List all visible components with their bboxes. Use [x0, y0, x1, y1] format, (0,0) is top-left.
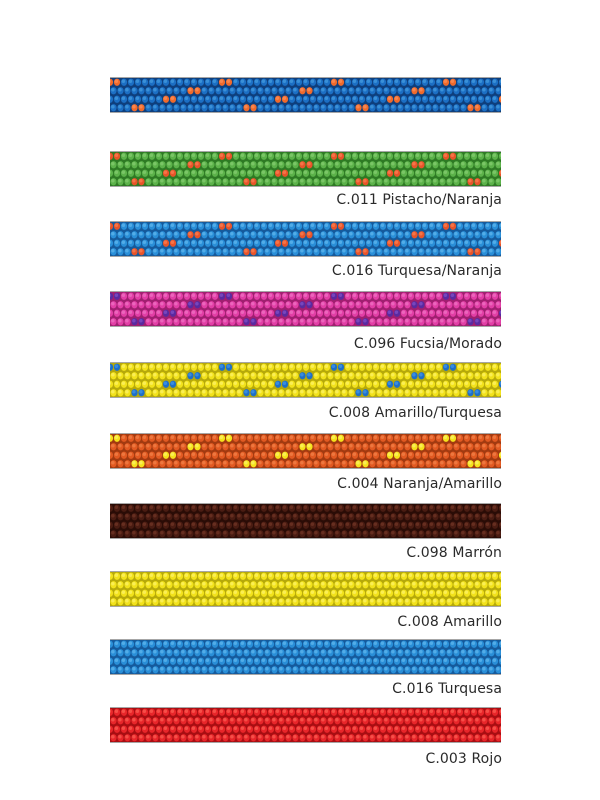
rope-label-1: C.011 Pistacho/Naranja — [336, 192, 502, 208]
rope-texture — [110, 222, 501, 256]
rope-label-8: C.016 Turquesa — [392, 681, 502, 697]
rope-swatch-7 — [110, 571, 501, 607]
rope-texture — [110, 504, 501, 538]
rope-texture — [110, 640, 501, 674]
rope-texture — [110, 572, 501, 606]
rope-label-7: C.008 Amarillo — [397, 614, 502, 630]
rope-swatch-6 — [110, 503, 501, 539]
rope-texture — [110, 78, 501, 112]
rope-swatch-0 — [110, 77, 501, 113]
rope-texture — [110, 434, 501, 468]
rope-label-6: C.098 Marrón — [406, 545, 502, 561]
rope-label-4: C.008 Amarillo/Turquesa — [328, 405, 502, 421]
rope-texture — [110, 363, 501, 397]
rope-swatch-2 — [110, 221, 501, 257]
rope-texture — [110, 292, 501, 326]
rope-label-2: C.016 Turquesa/Naranja — [331, 263, 502, 279]
rope-swatch-8 — [110, 639, 501, 675]
rope-label-9: C.003 Rojo — [425, 751, 502, 767]
rope-texture — [110, 708, 501, 742]
rope-swatch-5 — [110, 433, 501, 469]
rope-label-5: C.004 Naranja/Amarillo — [337, 476, 502, 492]
rope-swatch-9 — [110, 707, 501, 743]
rope-swatch-4 — [110, 362, 501, 398]
rope-swatch-1 — [110, 151, 501, 187]
rope-swatch-3 — [110, 291, 501, 327]
rope-texture — [110, 152, 501, 186]
rope-label-3: C.096 Fucsia/Morado — [353, 336, 502, 352]
